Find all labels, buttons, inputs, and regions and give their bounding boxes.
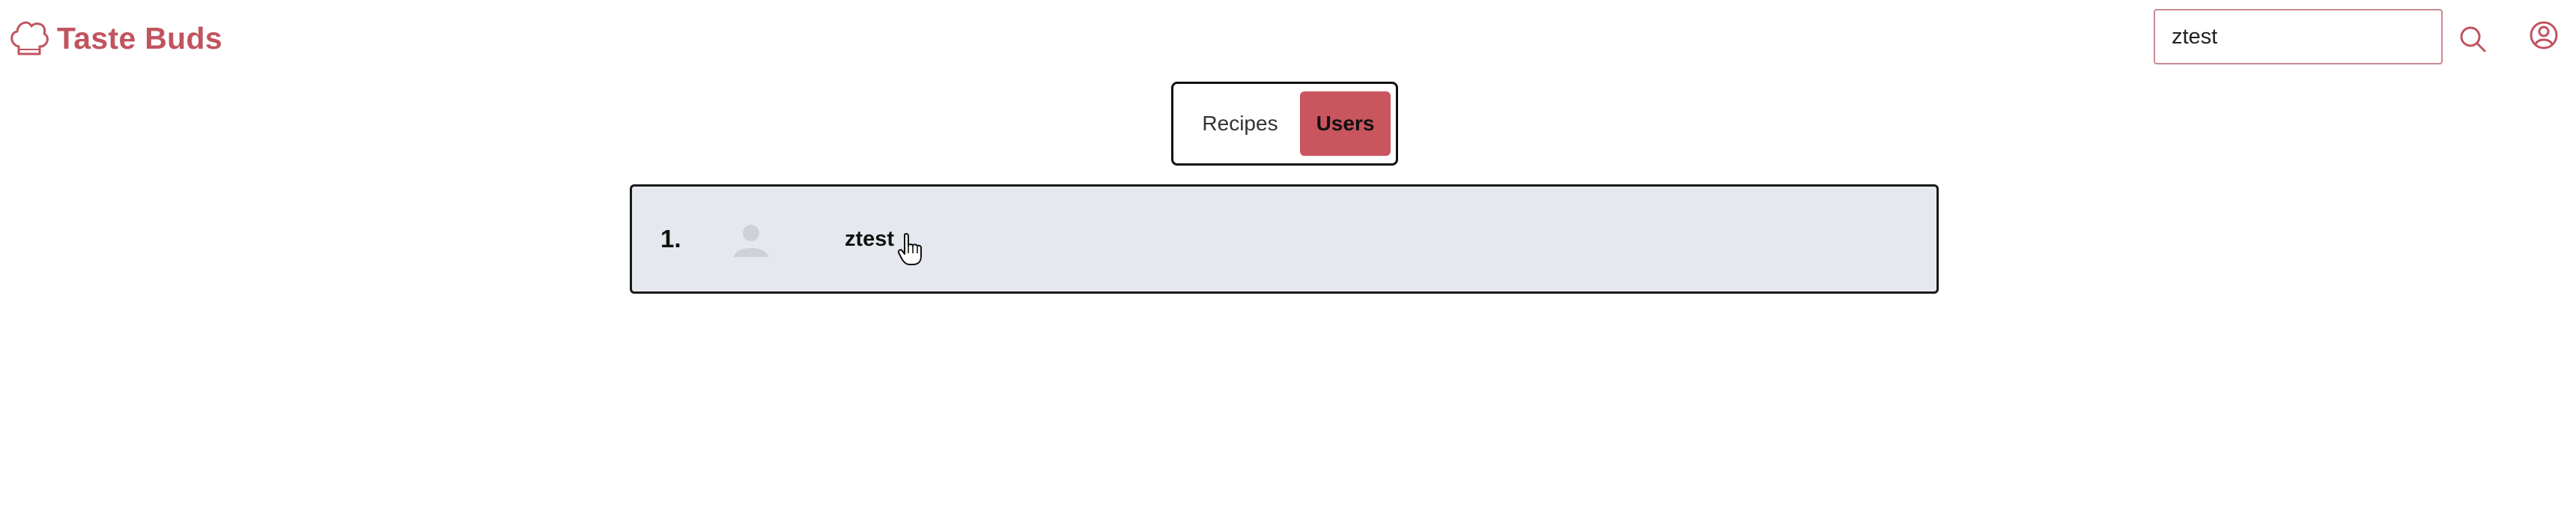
search-icon <box>2460 26 2486 52</box>
default-avatar-icon <box>734 225 768 257</box>
search-type-toggle: Recipes Users <box>1171 82 1398 166</box>
user-circle-icon <box>2530 21 2558 49</box>
account-button[interactable] <box>2525 16 2563 54</box>
search-input[interactable] <box>2154 9 2443 64</box>
user-result-row[interactable]: 1. ztest <box>630 184 1939 294</box>
home-logo-link[interactable]: Taste Buds <box>6 15 222 61</box>
tab-recipes[interactable]: Recipes <box>1202 112 1278 135</box>
app-title: Taste Buds <box>57 20 222 55</box>
result-username[interactable]: ztest <box>845 226 895 251</box>
tab-users[interactable]: Users <box>1300 91 1391 156</box>
search-button[interactable] <box>2453 19 2492 58</box>
result-rank: 1. <box>660 225 681 253</box>
chef-hat-icon <box>10 21 49 55</box>
